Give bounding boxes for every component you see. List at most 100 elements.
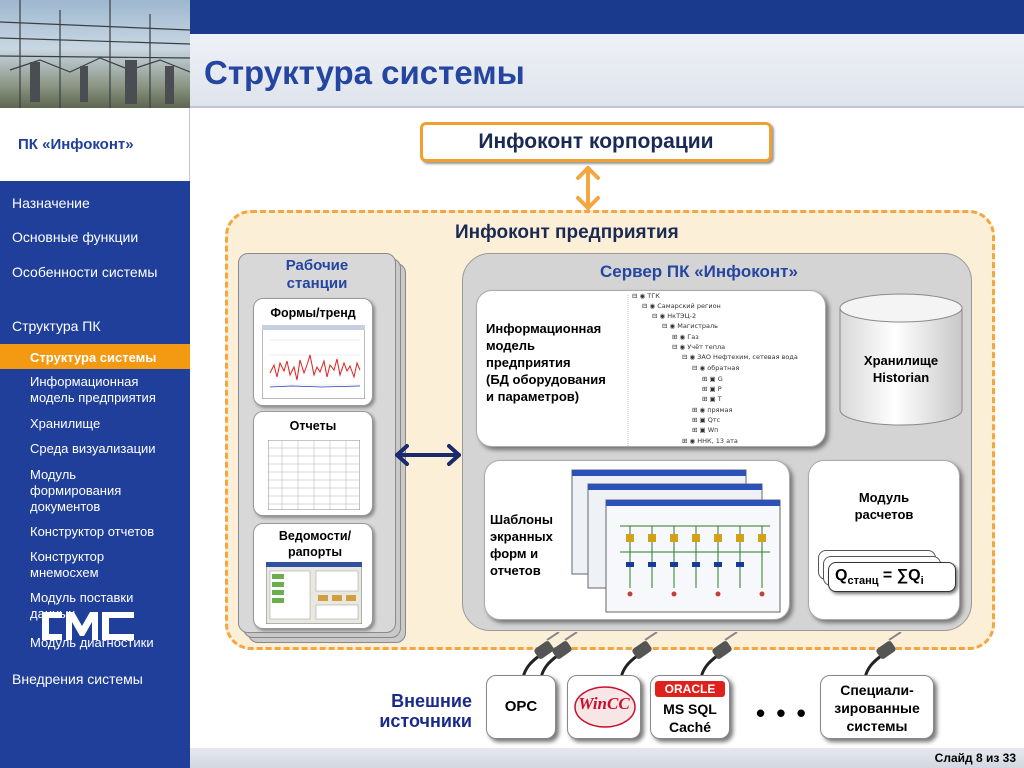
footer: Слайд 8 из 33 (190, 748, 1024, 768)
tree-node[interactable]: ⊟ ◉ Самарский регион (642, 302, 721, 310)
tree-node[interactable]: ⊞ ▣ G (702, 375, 723, 383)
workstations-title-line: Рабочие (285, 257, 349, 274)
tree-node[interactable]: ⊟ ◉ ЗАО Нефтехим, сетевая вода (682, 353, 798, 361)
forms-label: Формы/тренд (270, 306, 356, 320)
top-band (190, 0, 1024, 34)
tree-node-label: T (717, 395, 722, 403)
sidebar-item-info-model[interactable]: Информационная модель предприятия (30, 374, 156, 405)
connector-plugs (521, 632, 903, 678)
statements-label: Ведомости/ рапорты (256, 528, 374, 560)
templates-line: отчетов (490, 563, 541, 578)
statements-label-line: рапорты (287, 545, 343, 559)
sidebar-item-features[interactable]: Особенности системы (12, 264, 158, 280)
tree-node[interactable]: ⊞ ▣ Wп (692, 426, 719, 434)
sidebar-item-functions[interactable]: Основные функции (12, 229, 139, 245)
external-label: Внешние источники (352, 691, 472, 731)
sidebar-item-visualization[interactable]: Среда визуализации (30, 441, 156, 456)
tree-node-label: ННК, 13 ата (697, 437, 738, 445)
templates-line: Шаблоны (490, 512, 553, 527)
substation-image (0, 0, 190, 108)
formula-card: Qстанц = ∑Qi (828, 562, 956, 592)
calc-module-label: Модуль расчетов (808, 489, 960, 523)
sidebar-item-deployments[interactable]: Внедрения системы (12, 671, 143, 687)
opc-label: OPC (504, 698, 538, 715)
sidebar-item-purpose[interactable]: Назначение (12, 195, 90, 211)
tree-node[interactable]: ⊞ ◉ ННК, 13 ата (682, 437, 738, 445)
info-model-line: предприятия (486, 355, 571, 370)
mssql-label: MS SQL (663, 701, 717, 717)
formula-sum: = ∑Q (878, 567, 921, 584)
tree-node-label: Самарский регион (657, 302, 721, 310)
tree-node[interactable]: ⊞ ▣ T (702, 395, 722, 403)
special-systems-line: системы (846, 718, 908, 734)
tree-node[interactable]: ⊞ ▣ P (702, 385, 722, 393)
tree-node[interactable]: ⊞ ▣ Qтс (692, 416, 721, 424)
double-arrow-vertical-icon (576, 166, 600, 210)
tree-node[interactable]: ⊟ ◉ Учёт тепла (672, 343, 726, 351)
corporation-box: Инфоконт корпорации (420, 122, 772, 162)
tree-node-label: Учёт тепла (687, 343, 726, 351)
tree-node[interactable]: ⊞ ◉ прямая (692, 406, 733, 414)
info-model-card (476, 290, 826, 447)
opc-card: OPC (486, 675, 556, 739)
tree-node-label: Газ (687, 333, 699, 341)
workstations-title: Рабочие станции (238, 257, 396, 293)
tree-node-label: прямая (707, 406, 733, 414)
tree-node-label: Wп (707, 426, 719, 434)
cache-label: Caché (668, 719, 712, 735)
report-table-thumbnail (268, 440, 360, 510)
workstations-title-line: станции (286, 275, 348, 292)
oracle-mssql-card: ORACLE MS SQL Caché (650, 675, 730, 739)
formula-subscript: станц (847, 575, 879, 588)
special-systems-line: Специали- (840, 682, 914, 698)
enterprise-label: Инфоконт предприятия (455, 222, 679, 243)
tree-node-label: G (717, 375, 723, 383)
product-name: ПК «Инфоконт» (18, 136, 134, 153)
tree-node-label: обратная (707, 364, 740, 372)
oracle-label: ORACLE (664, 682, 716, 696)
formula-q: Q (835, 567, 848, 584)
sidebar-item-system-structure[interactable]: Структура системы (0, 344, 190, 369)
page-title: Структура системы (204, 54, 525, 91)
sidebar-item-documents[interactable]: Модуль формирования документов (30, 467, 122, 514)
templates-line: форм и (490, 546, 539, 561)
tree-node[interactable]: ⊟ ◉ Магистраль (662, 322, 718, 330)
calc-module-line: расчетов (854, 507, 914, 522)
tree-node-label: НкТЭЦ-2 (667, 312, 697, 320)
statements-label-line: Ведомости/ (278, 529, 352, 543)
forms-card: Формы/тренд (253, 298, 373, 406)
slide-counter: Слайд 8 из 33 (934, 751, 1016, 765)
sidebar-item-mnemo-builder[interactable]: Конструктор мнемосхем (30, 549, 105, 580)
external-label-line: Внешние (391, 691, 472, 711)
templates-text: Шаблоны экранных форм и отчетов (490, 511, 553, 579)
special-systems-label: Специали- зированные системы (821, 681, 933, 735)
sidebar-item-structure[interactable]: Структура ПК (12, 318, 101, 334)
tree-node[interactable]: ⊟ ◉ НкТЭЦ-2 (652, 312, 697, 320)
info-model-line: модель (486, 338, 535, 353)
tree-node[interactable]: ⊟ ◉ обратная (692, 364, 740, 372)
tree-node-label: ТГК (647, 292, 660, 300)
special-systems-card: Специали- зированные системы (820, 675, 934, 739)
company-logo (42, 612, 134, 640)
info-model-text: Информационная модель предприятия (БД об… (486, 320, 606, 405)
tree-node[interactable]: ⊞ ◉ Газ (672, 333, 699, 341)
sidebar-item-storage[interactable]: Хранилище (30, 416, 101, 431)
wincc-label: WinCC (578, 694, 630, 713)
tree-node-label: ЗАО Нефтехим, сетевая вода (697, 353, 798, 361)
wincc-card: WinCC (567, 675, 641, 739)
tree-node[interactable]: ⊟ ◉ ТГК (632, 292, 660, 300)
double-arrow-horizontal-icon (395, 444, 461, 466)
sidebar: ПК «Инфоконт» (0, 108, 190, 768)
oracle-logo: ORACLE (655, 681, 725, 697)
trend-chart-thumbnail (262, 325, 365, 399)
storage-label-line: Historian (872, 370, 930, 385)
info-model-line: (БД оборудования (486, 372, 606, 387)
tree-node-label: Qтс (707, 416, 721, 424)
templates-line: экранных (490, 529, 553, 544)
calc-module-card (808, 460, 960, 620)
reports-label: Отчеты (289, 419, 337, 433)
sidebar-item-report-builder[interactable]: Конструктор отчетов (30, 524, 155, 539)
mnemonic-screens-thumbnail (571, 469, 781, 613)
info-model-line: Информационная (486, 321, 602, 336)
server-title: Сервер ПК «Инфоконт» (600, 262, 798, 281)
